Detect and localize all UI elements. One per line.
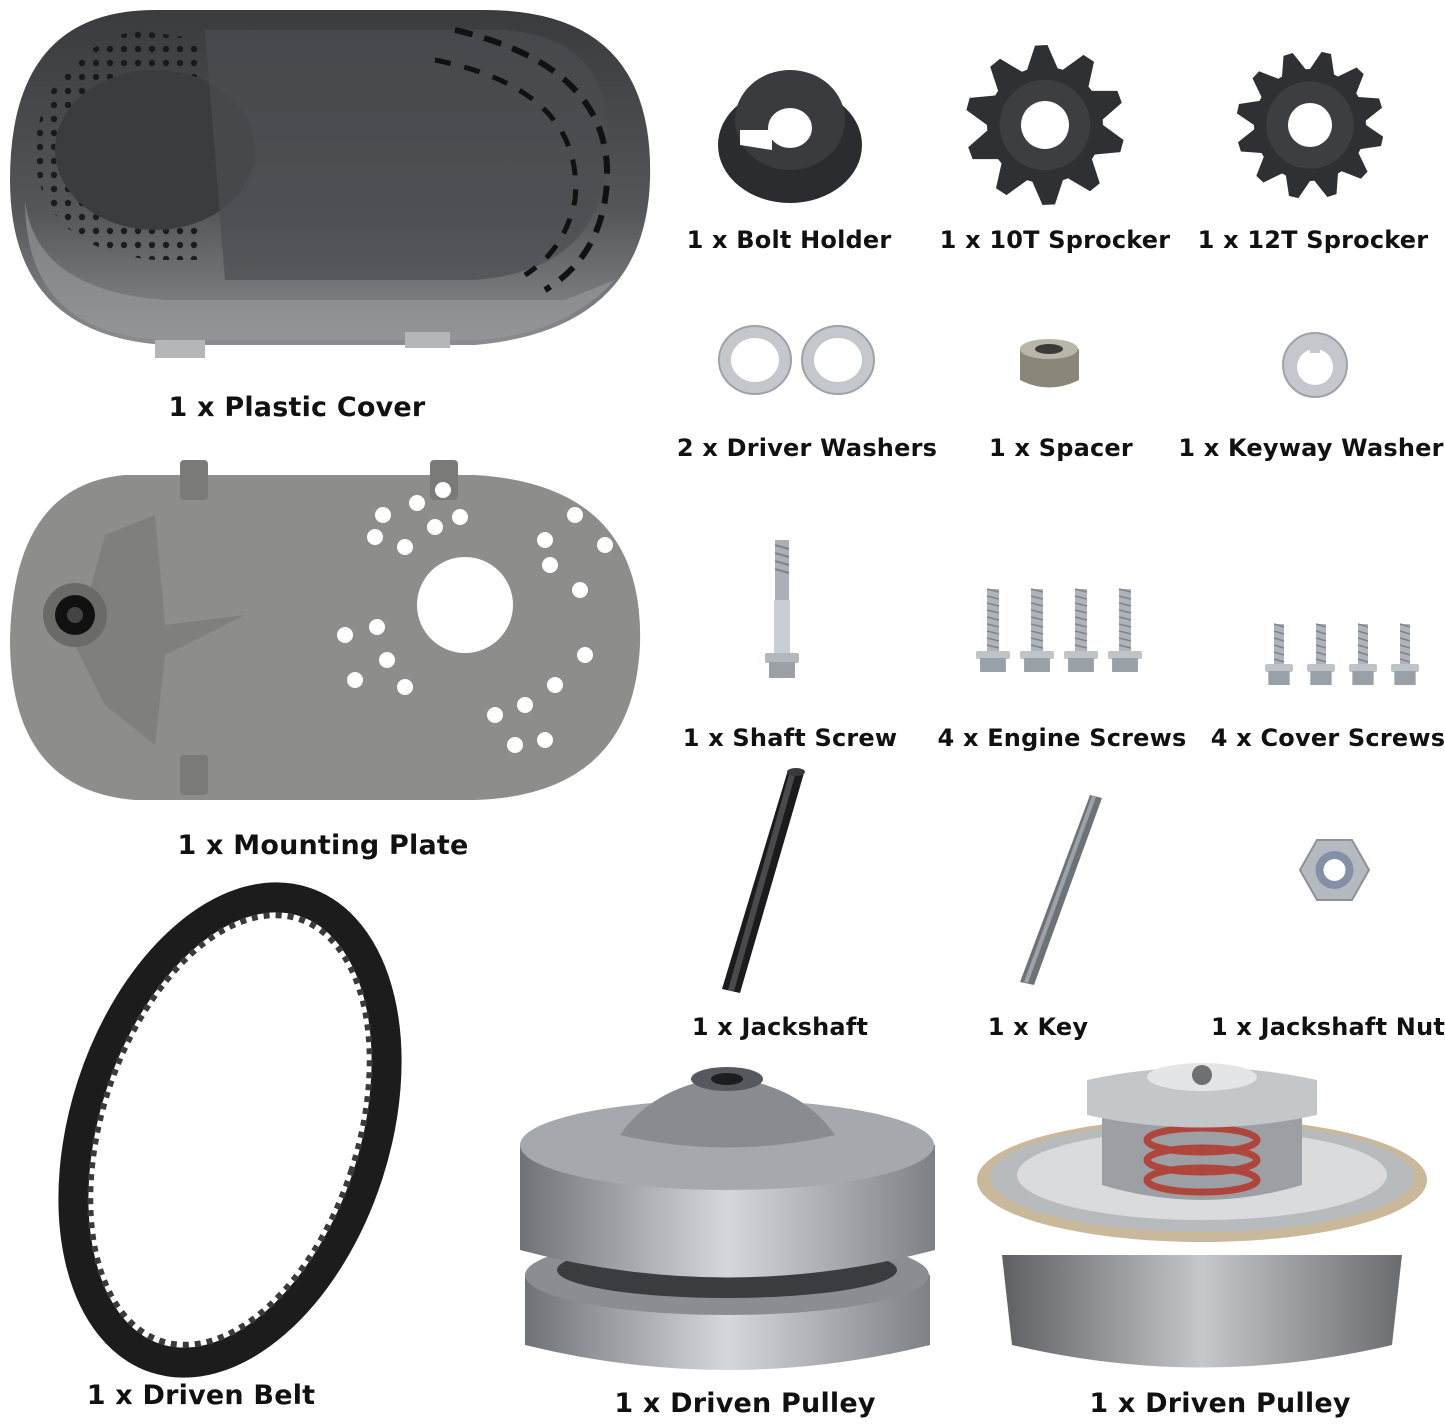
- jackshaft-nut-image: [1297, 835, 1372, 905]
- driven-belt-label: 1 x Driven Belt: [86, 1380, 316, 1411]
- jackshaft-label: 1 x Jackshaft: [691, 1013, 869, 1041]
- plastic-cover-label: 1 x Plastic Cover: [168, 392, 426, 423]
- spacer-image: [1012, 335, 1087, 395]
- sprocket-10t-image: [960, 40, 1130, 210]
- mounting-plate-label: 1 x Mounting Plate: [177, 830, 469, 861]
- driven-pulley-a-image: [515, 1065, 940, 1390]
- engine-screws-label: 4 x Engine Screws: [937, 724, 1187, 752]
- jackshaft-image: [710, 765, 820, 1000]
- driven-pulley-a-label: 1 x Driven Pulley: [614, 1388, 876, 1419]
- keyway-washer-label: 1 x Keyway Washer: [1178, 434, 1444, 462]
- sprocket-10t-label: 1 x 10T Sprocker: [939, 226, 1171, 254]
- shaft-screw-label: 1 x Shaft Screw: [682, 724, 898, 752]
- bolt-holder-label: 1 x Bolt Holder: [686, 226, 892, 254]
- driver-washers-label: 2 x Driver Washers: [676, 434, 938, 462]
- jackshaft-nut-label: 1 x Jackshaft Nut: [1210, 1013, 1445, 1041]
- plastic-cover-image: [5, 0, 655, 370]
- sprocket-12t-label: 1 x 12T Sprocker: [1197, 226, 1429, 254]
- keyway-washer-image: [1275, 325, 1355, 405]
- sprocket-12t-image: [1230, 45, 1390, 205]
- mounting-plate-image: [5, 455, 650, 825]
- bolt-holder-image: [710, 50, 870, 210]
- driven-belt-image: [40, 880, 420, 1380]
- engine-screws-image: [965, 585, 1150, 680]
- cover-screws-label: 4 x Cover Screws: [1210, 724, 1445, 752]
- shaft-screw-image: [755, 535, 810, 685]
- driven-pulley-b-label: 1 x Driven Pulley: [1089, 1388, 1351, 1419]
- cover-screws-image: [1255, 620, 1435, 690]
- driver-washers-image: [710, 318, 885, 403]
- key-label: 1 x Key: [987, 1013, 1089, 1041]
- driven-pulley-b-image: [972, 1055, 1432, 1385]
- key-image: [1010, 790, 1110, 990]
- spacer-label: 1 x Spacer: [989, 434, 1133, 462]
